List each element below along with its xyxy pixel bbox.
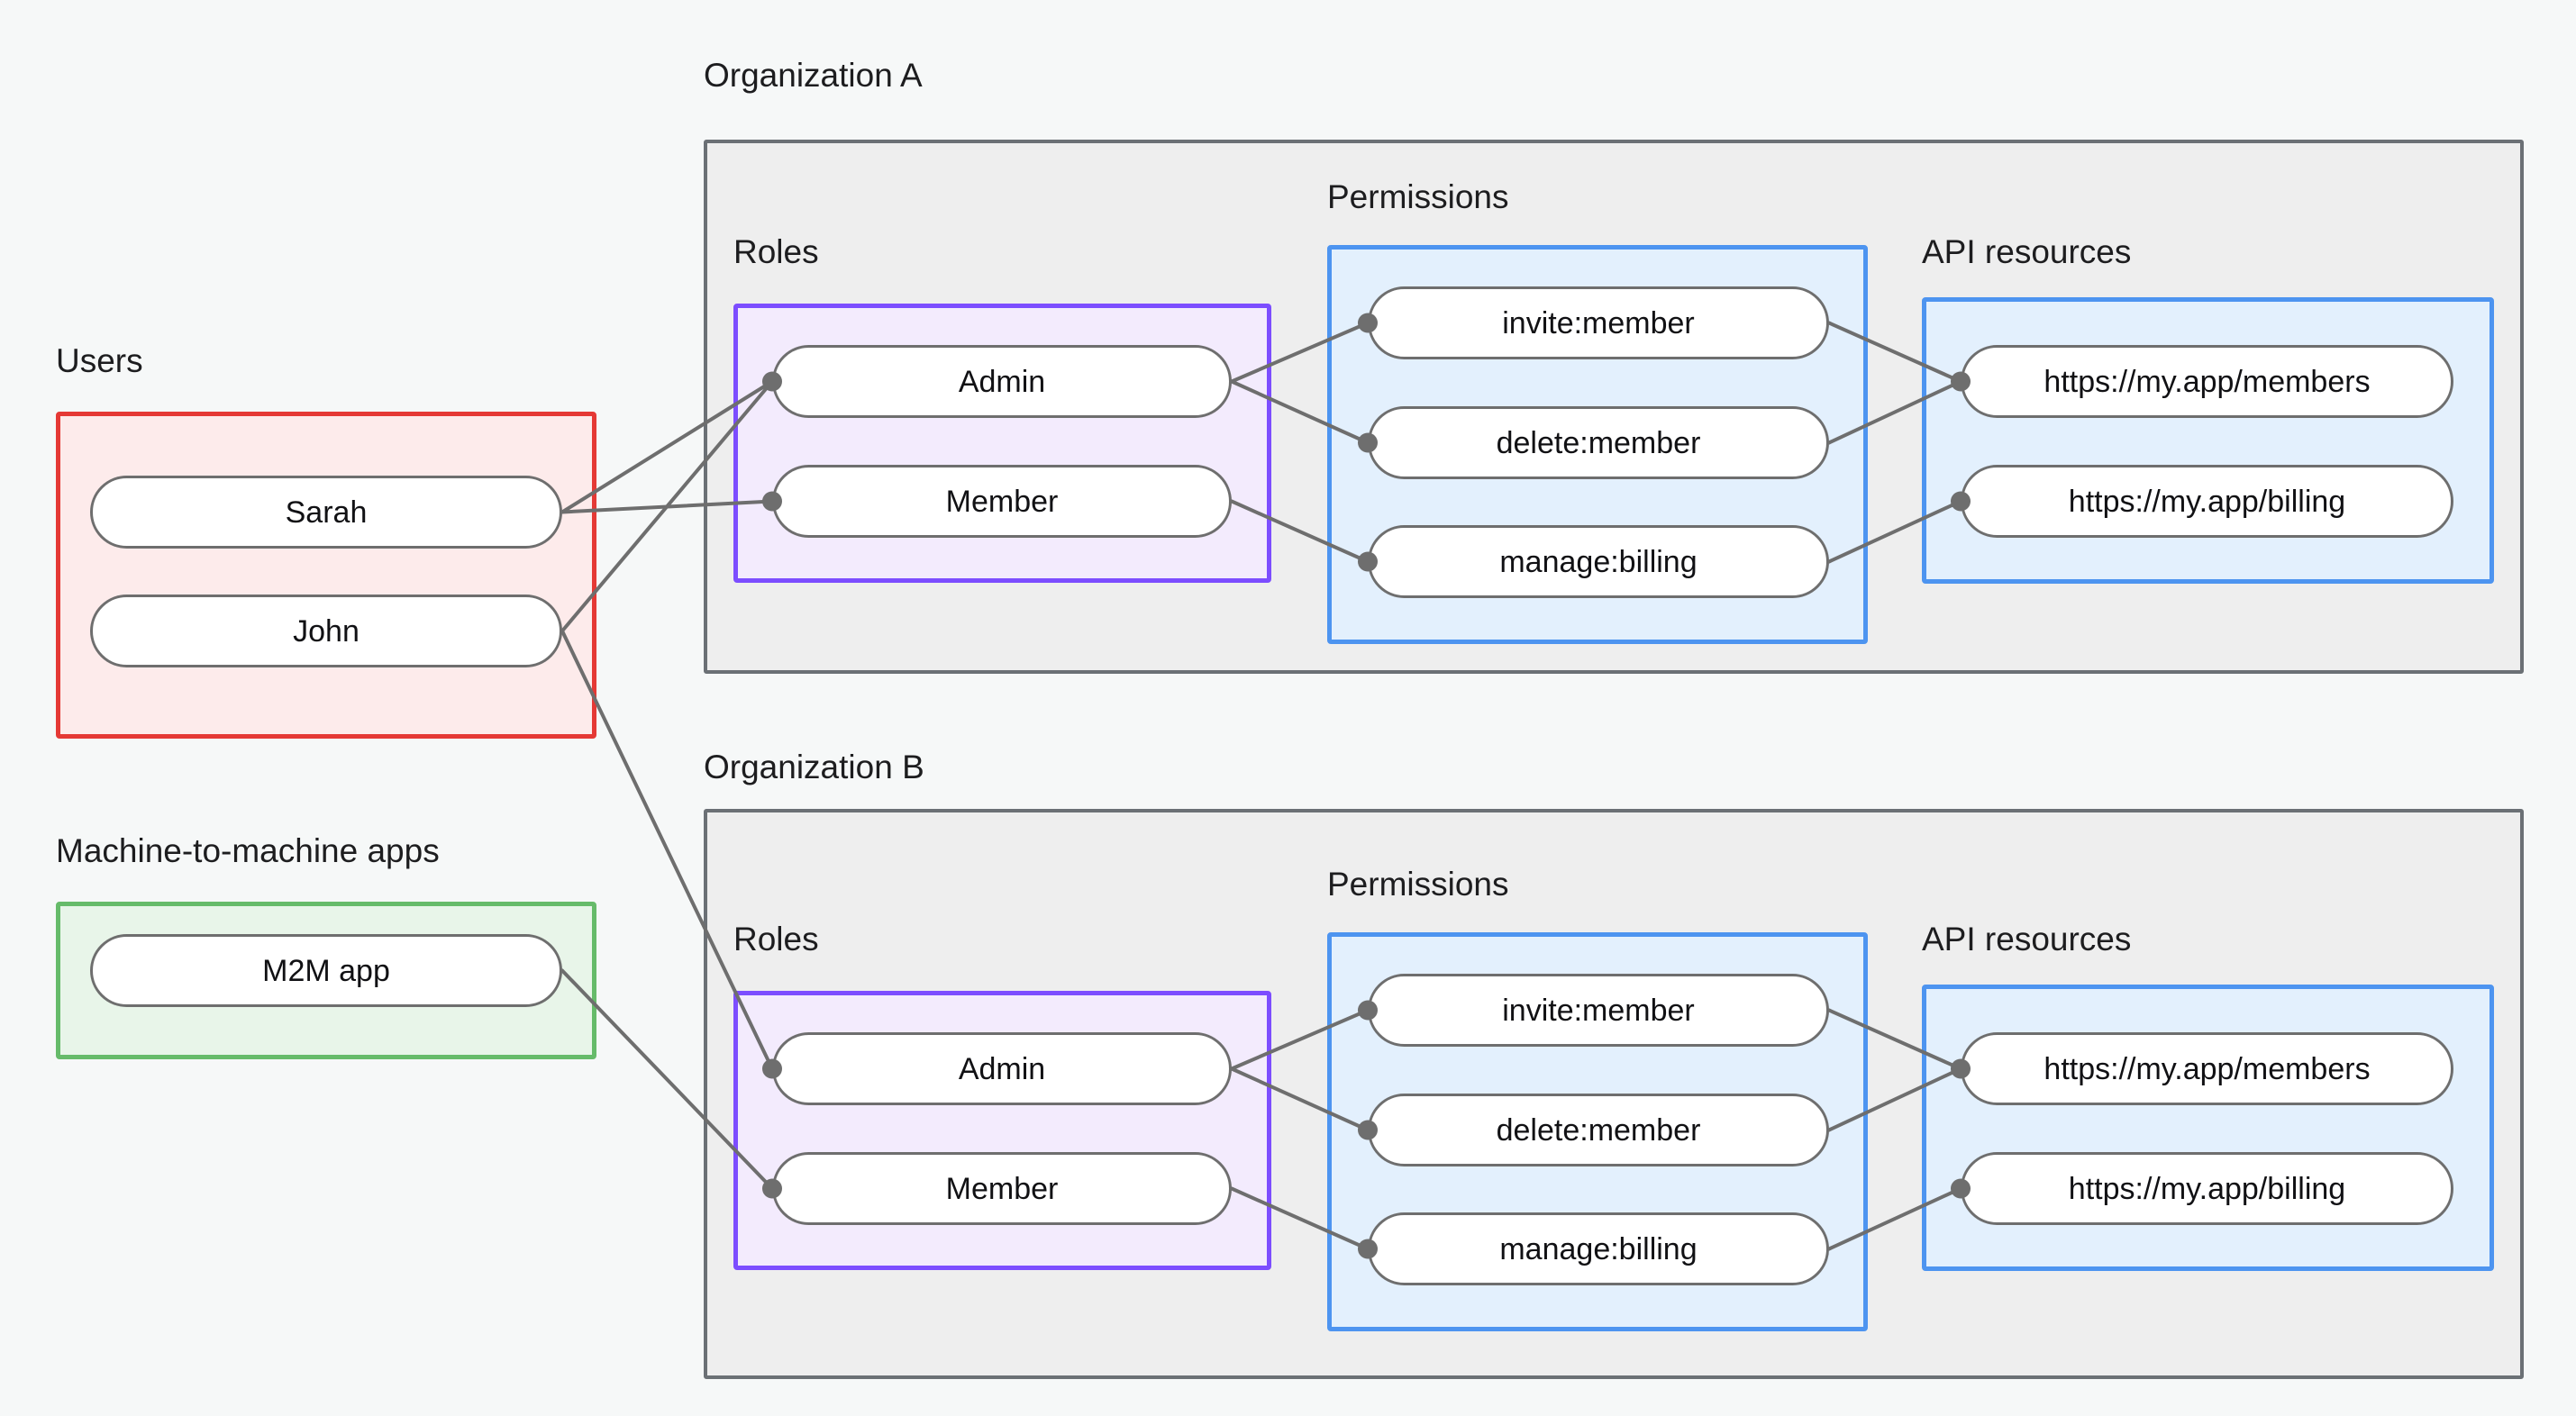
caption-m2m: Machine-to-machine apps	[56, 832, 440, 869]
node-api-resource-members-b[interactable]: https://my.app/members	[1961, 1032, 2453, 1105]
node-m2m-app[interactable]: M2M app	[90, 934, 562, 1007]
node-api-resource-members-a[interactable]: https://my.app/members	[1961, 345, 2453, 418]
node-api-resource-billing-b[interactable]: https://my.app/billing	[1961, 1152, 2453, 1225]
caption-permissions-a: Permissions	[1327, 178, 1509, 215]
node-user-john[interactable]: John	[90, 595, 562, 667]
api-resources-group-a	[1922, 297, 2494, 584]
caption-organization-a: Organization A	[704, 57, 923, 94]
caption-organization-b: Organization B	[704, 749, 924, 785]
caption-users: Users	[56, 342, 143, 379]
caption-roles-a: Roles	[733, 233, 819, 270]
node-role-member-a[interactable]: Member	[772, 465, 1232, 538]
caption-api-resources-b: API resources	[1922, 921, 2132, 958]
node-permission-invite-member-b[interactable]: invite:member	[1368, 974, 1829, 1047]
node-role-admin-a[interactable]: Admin	[772, 345, 1232, 418]
node-api-resource-billing-a[interactable]: https://my.app/billing	[1961, 465, 2453, 538]
node-permission-manage-billing-a[interactable]: manage:billing	[1368, 525, 1829, 598]
node-user-sarah[interactable]: Sarah	[90, 476, 562, 549]
node-permission-delete-member-a[interactable]: delete:member	[1368, 406, 1829, 479]
users-group	[56, 412, 596, 739]
node-role-member-b[interactable]: Member	[772, 1152, 1232, 1225]
node-permission-invite-member-a[interactable]: invite:member	[1368, 286, 1829, 359]
caption-api-resources-a: API resources	[1922, 233, 2132, 270]
node-permission-manage-billing-b[interactable]: manage:billing	[1368, 1212, 1829, 1285]
caption-permissions-b: Permissions	[1327, 866, 1509, 903]
caption-roles-b: Roles	[733, 921, 819, 958]
api-resources-group-b	[1922, 985, 2494, 1271]
node-permission-delete-member-b[interactable]: delete:member	[1368, 1094, 1829, 1166]
node-role-admin-b[interactable]: Admin	[772, 1032, 1232, 1105]
